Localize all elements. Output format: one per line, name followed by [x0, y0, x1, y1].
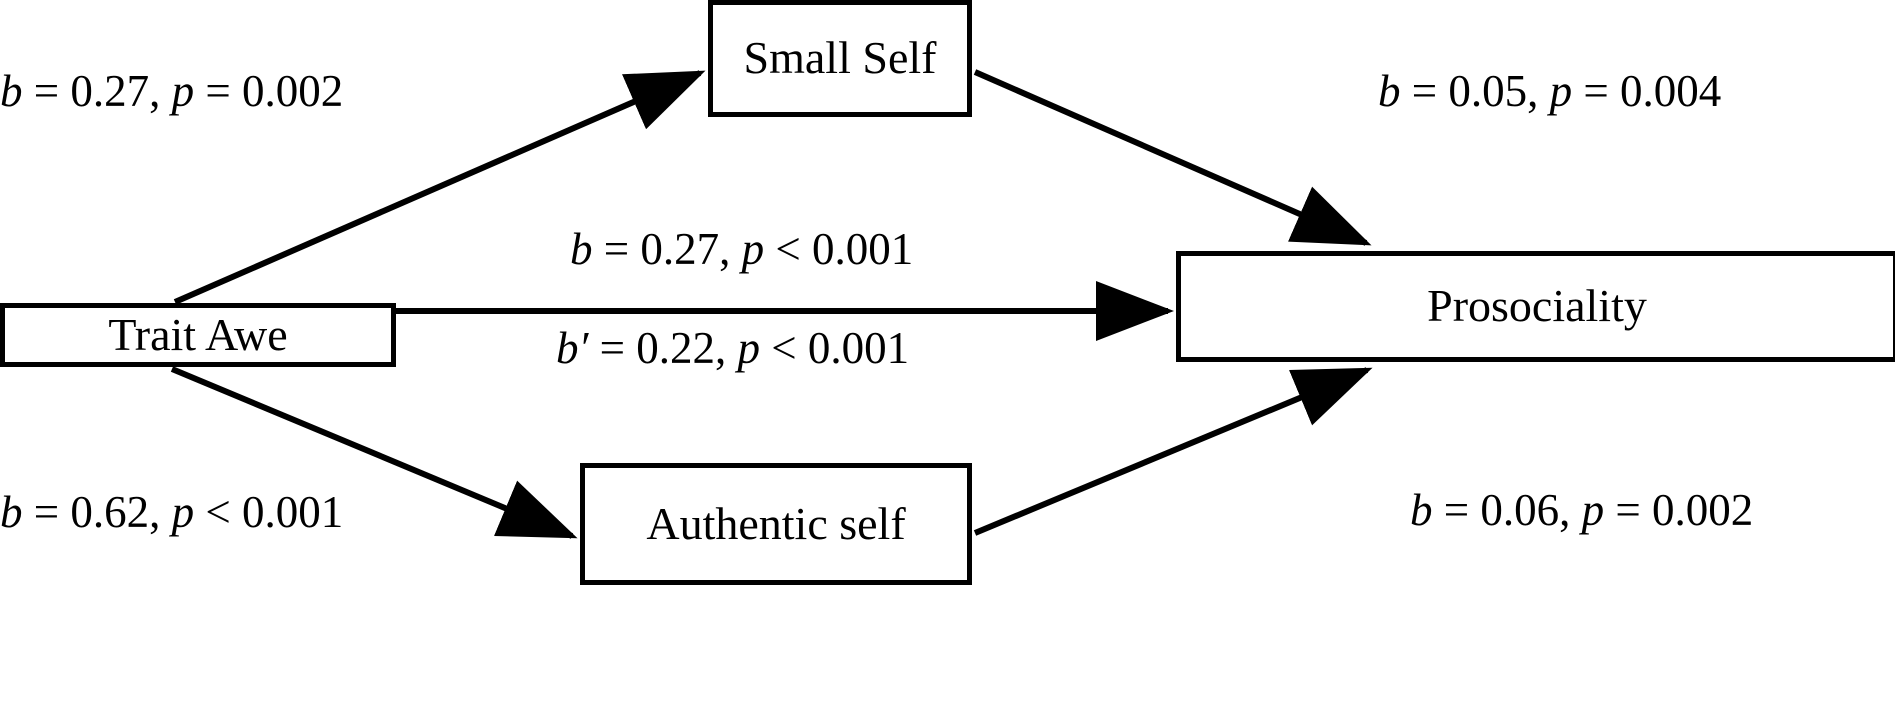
edge-label-trait-awe-to-small-self: b = 0.27, p = 0.002	[0, 66, 344, 116]
arrow-small-self-to-prosociality	[973, 69, 1372, 246]
node-authentic-self-label: Authentic self	[646, 497, 906, 549]
coef-symbol-b: b	[0, 487, 23, 537]
coef-value: = 0.27,	[592, 224, 742, 274]
coef-symbol-b: b	[1410, 485, 1433, 535]
p-symbol: p	[1581, 485, 1605, 535]
coef-value: = 0.62,	[22, 487, 172, 537]
p-value: < 0.001	[194, 487, 344, 537]
arrow-trait-awe-to-small-self	[173, 70, 706, 305]
p-symbol: p	[1549, 66, 1573, 116]
p-value: < 0.001	[764, 224, 914, 274]
p-value: = 0.002	[194, 66, 344, 116]
node-authentic-self[interactable]: Authentic self	[580, 463, 972, 585]
coef-symbol-b: b	[1378, 66, 1401, 116]
edge-label-direct-effect-total: b = 0.27, p < 0.001	[570, 224, 914, 274]
arrow-authentic-self-to-prosociality	[973, 367, 1373, 536]
coef-value: = 0.06,	[1432, 485, 1582, 535]
node-prosociality-label: Prosociality	[1427, 280, 1647, 332]
p-symbol: p	[171, 487, 195, 537]
p-symbol: p	[737, 323, 760, 373]
coef-value: = 0.27,	[22, 66, 172, 116]
coef-value: = 0.22,	[588, 323, 738, 373]
edge-label-direct-effect-residual: b′ = 0.22, p < 0.001	[556, 323, 910, 373]
edge-label-authentic-self-to-prosociality: b = 0.06, p = 0.002	[1410, 485, 1754, 535]
node-trait-awe-label: Trait Awe	[108, 308, 288, 360]
edge-label-trait-awe-to-authentic-self: b = 0.62, p < 0.001	[0, 487, 344, 537]
node-small-self-label: Small Self	[743, 32, 937, 84]
node-small-self[interactable]: Small Self	[708, 0, 972, 117]
p-symbol: p	[171, 66, 195, 116]
coef-symbol-b: b	[0, 66, 23, 116]
edge-label-small-self-to-prosociality: b = 0.05, p = 0.004	[1378, 66, 1722, 116]
p-value: < 0.001	[759, 323, 910, 373]
coef-symbol-b-prime: b′	[556, 323, 589, 373]
p-symbol: p	[741, 224, 765, 274]
p-value: = 0.004	[1572, 66, 1722, 116]
node-trait-awe[interactable]: Trait Awe	[0, 303, 396, 367]
coef-value: = 0.05,	[1400, 66, 1550, 116]
p-value: = 0.002	[1604, 485, 1754, 535]
coef-symbol-b: b	[570, 224, 593, 274]
node-prosociality[interactable]: Prosociality	[1176, 251, 1895, 362]
arrow-trait-awe-to-authentic-self	[170, 366, 578, 539]
